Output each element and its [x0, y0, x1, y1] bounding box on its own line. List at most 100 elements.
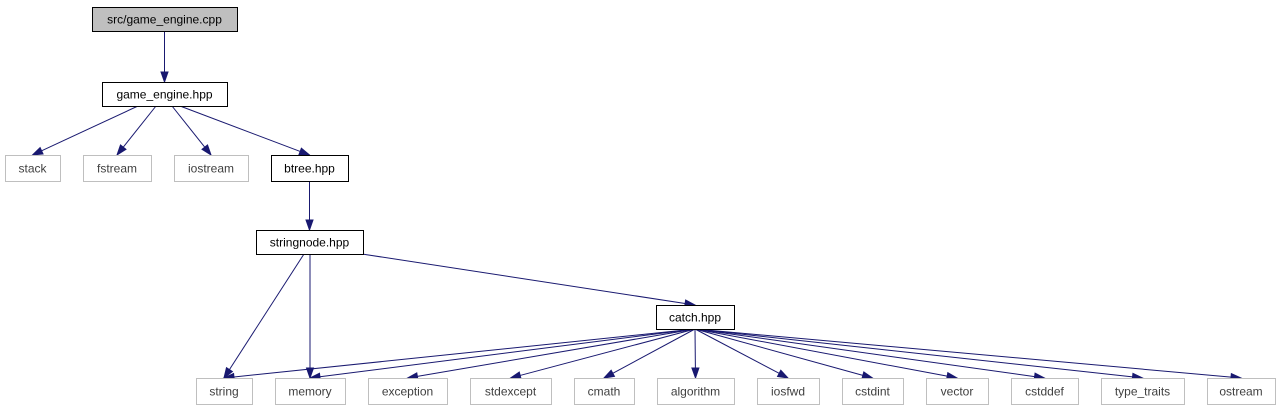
node-stringnode-hpp[interactable]: stringnode.hpp [256, 230, 364, 255]
edge-btree-hpp-to-stringnode-hpp [305, 181, 314, 232]
node-memory: memory [275, 378, 346, 405]
arrowhead-icon [31, 146, 44, 156]
node-box [1011, 378, 1079, 405]
edge-stringnode-hpp-to-memory [305, 254, 315, 380]
edge-line [694, 328, 1035, 378]
node-label: cmath [588, 385, 621, 399]
edge-line [229, 253, 305, 370]
arrowhead-icon [116, 144, 127, 157]
edge-line [520, 328, 696, 376]
node-cmath: cmath [574, 378, 635, 405]
node-label: stdexcept [485, 385, 537, 399]
arrowhead-icon [776, 369, 790, 379]
node-label: vector [941, 385, 974, 399]
node-stdexcept: stdexcept [470, 378, 552, 405]
edge-stringnode-hpp-to-catch-hpp [361, 253, 697, 308]
edge-line [179, 105, 301, 152]
edge-line [361, 253, 686, 304]
arrowhead-icon [509, 371, 522, 380]
node-ostream: ostream [1207, 378, 1276, 405]
edge-game-engine-hpp-to-btree-hpp [179, 105, 311, 156]
edge-catch-hpp-to-cstdint [694, 328, 874, 380]
node-label: exception [382, 385, 433, 399]
node-box [842, 378, 904, 405]
node-iosfwd: iosfwd [757, 378, 820, 405]
edge-line [694, 328, 948, 377]
edges-layer [31, 31, 1243, 382]
edge-catch-hpp-to-string [222, 328, 696, 382]
edge-line [171, 105, 206, 148]
node-catch-hpp[interactable]: catch.hpp [656, 305, 735, 330]
node-label: memory [288, 385, 331, 399]
edge-line [694, 328, 863, 376]
arrowhead-icon [691, 367, 700, 380]
node-box [656, 305, 735, 330]
arrowhead-icon [223, 366, 234, 380]
edge-catch-hpp-to-memory [308, 328, 696, 381]
edge-game-engine-hpp-to-stack [31, 105, 139, 156]
edge-stringnode-hpp-to-string [223, 253, 305, 380]
node-box [256, 230, 364, 255]
node-box [1101, 378, 1185, 405]
node-box [470, 378, 552, 405]
edge-line [694, 328, 1232, 378]
node-box [657, 378, 735, 405]
node-label: cstdint [855, 385, 890, 399]
node-cstdint: cstdint [842, 378, 904, 405]
node-algorithm: algorithm [657, 378, 735, 405]
edge-game-engine-hpp-to-iostream [171, 105, 212, 157]
node-label: stack [18, 162, 47, 176]
edge-game-engine-hpp-to-fstream [116, 105, 157, 157]
edge-catch-hpp-to-cmath [602, 328, 696, 379]
node-src-game-engine-cpp[interactable]: src/game_engine.cpp [92, 7, 238, 32]
arrowhead-icon [305, 219, 314, 232]
node-vector: vector [926, 378, 989, 405]
arrowhead-icon [201, 144, 212, 157]
edge-catch-hpp-to-type-traits [694, 328, 1145, 382]
node-label: src/game_engine.cpp [107, 13, 222, 27]
node-box [196, 378, 253, 405]
edge-catch-hpp-to-vector [694, 328, 959, 381]
node-type-traits: type_traits [1101, 378, 1185, 405]
edge-line [122, 105, 157, 148]
node-cstddef: cstddef [1011, 378, 1079, 405]
node-label: catch.hpp [669, 311, 721, 325]
edge-catch-hpp-to-stdexcept [509, 328, 696, 380]
node-label: type_traits [1115, 385, 1170, 399]
edge-catch-hpp-to-ostream [694, 328, 1243, 382]
arrowhead-icon [861, 371, 874, 380]
node-exception: exception [368, 378, 448, 405]
node-game-engine-hpp[interactable]: game_engine.hpp [102, 82, 228, 107]
arrowhead-icon [602, 369, 616, 379]
node-box [174, 155, 249, 182]
node-box [926, 378, 989, 405]
node-label: algorithm [671, 385, 720, 399]
edge-catch-hpp-to-iosfwd [694, 328, 790, 379]
node-string: string [196, 378, 253, 405]
node-box [757, 378, 820, 405]
edge-catch-hpp-to-cstddef [694, 328, 1046, 381]
node-iostream: iostream [174, 155, 249, 182]
node-stack: stack [5, 155, 61, 182]
node-label: string [209, 385, 238, 399]
edge-line [694, 328, 780, 374]
node-btree-hpp[interactable]: btree.hpp [271, 155, 349, 182]
arrowhead-icon [298, 147, 311, 156]
node-label: iosfwd [771, 385, 805, 399]
node-box [83, 155, 152, 182]
node-box [5, 155, 61, 182]
edge-line [233, 328, 696, 378]
arrowhead-icon [160, 71, 169, 84]
node-box [574, 378, 635, 405]
node-label: stringnode.hpp [270, 236, 350, 250]
node-box [271, 155, 349, 182]
node-label: game_engine.hpp [116, 88, 212, 102]
node-label: cstddef [1025, 385, 1064, 399]
node-label: ostream [1219, 385, 1262, 399]
node-box [1207, 378, 1276, 405]
node-label: fstream [97, 162, 137, 176]
node-label: iostream [188, 162, 234, 176]
node-label: btree.hpp [284, 162, 335, 176]
